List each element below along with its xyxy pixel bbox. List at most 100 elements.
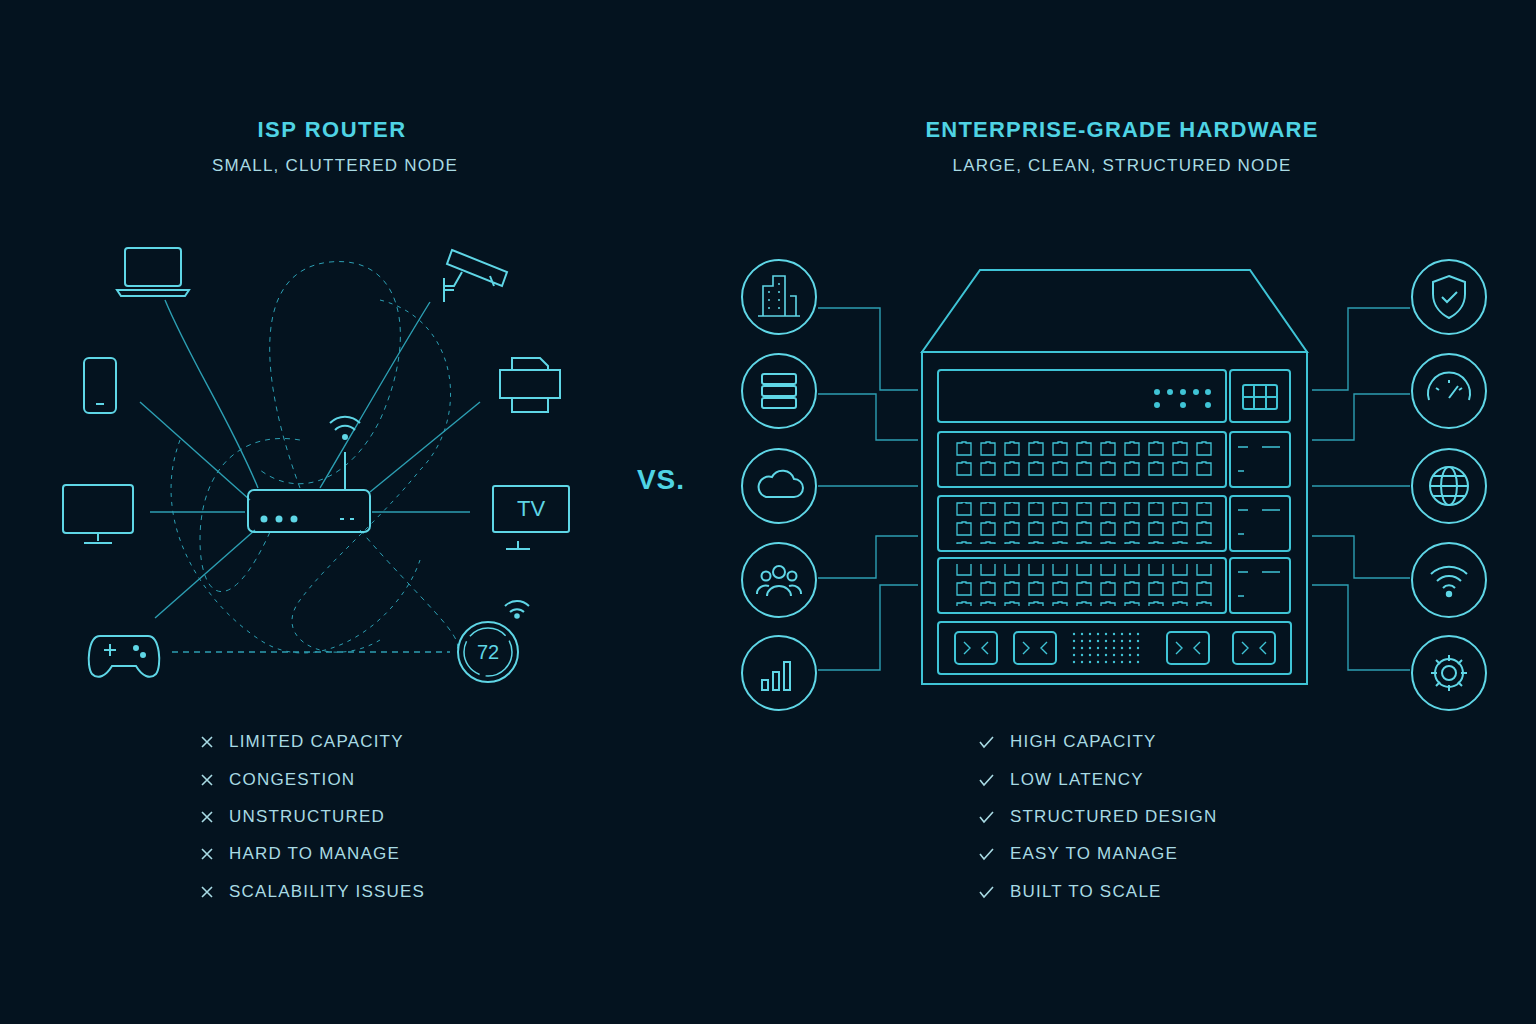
device-icons-part (134, 646, 138, 650)
device-icons-part (117, 290, 189, 296)
feature-circles-part (762, 398, 796, 408)
rack-chassis-part (1155, 403, 1159, 407)
left-wiring (140, 262, 480, 653)
feature-circles-part (1412, 543, 1486, 617)
bullet-marks-part (980, 887, 993, 897)
bullet-marks-part (202, 887, 212, 897)
thermostat-dial: 72 (457, 621, 519, 683)
device-icons (63, 248, 560, 677)
feature-circles-part (788, 572, 797, 581)
versus-label: VS. (637, 464, 685, 496)
device-icons-part (84, 533, 112, 543)
device-icons-part (500, 358, 560, 412)
drawback-item: HARD TO MANAGE (229, 844, 400, 864)
leader-lines-part (818, 585, 918, 670)
feature-circles-part (742, 543, 816, 617)
rack-chassis-part (922, 352, 1307, 684)
rack-chassis-part (955, 632, 997, 664)
rack-chassis-part (938, 622, 1291, 674)
feature-circles-part (762, 662, 790, 690)
drawback-item: UNSTRUCTURED (229, 807, 385, 827)
device-icons-part (97, 533, 99, 541)
feature-circles-part (1428, 373, 1470, 400)
left-wiring-part (372, 511, 470, 512)
left-wiring-part (292, 300, 451, 652)
feature-circles-part (1431, 655, 1467, 691)
rack-chassis-part (1243, 385, 1277, 409)
rack-chassis-part (1194, 390, 1198, 394)
drawback-item: CONGESTION (229, 770, 355, 790)
device-icons-part (444, 250, 507, 302)
left-wiring-part (140, 402, 250, 500)
router-icon (248, 417, 370, 532)
benefit-item: BUILT TO SCALE (1010, 882, 1162, 902)
left-wiring-part (165, 300, 258, 488)
feature-circles-part (1435, 659, 1463, 687)
benefit-item: HIGH CAPACITY (1010, 732, 1157, 752)
leader-lines-part (818, 308, 918, 390)
rack-chassis-part (938, 496, 1226, 551)
rack-chassis-part (1168, 390, 1172, 394)
router-icon-part (277, 517, 282, 522)
feature-circles-part (762, 572, 771, 581)
rack-chassis-part (1072, 632, 1144, 664)
feature-circles-part (758, 276, 800, 316)
left-wiring-part (200, 438, 300, 591)
benefit-item: STRUCTURED DESIGN (1010, 807, 1217, 827)
device-icons-part (125, 248, 181, 286)
device-icons-part (506, 541, 530, 549)
rack-chassis (922, 270, 1307, 684)
rack-chassis-part (1230, 432, 1290, 487)
leader-lines-part (1312, 585, 1410, 670)
device-icons-part (141, 653, 145, 657)
feature-circles-part (759, 471, 803, 497)
rack-chassis-part (1155, 390, 1159, 394)
section-heading: ENTERPRISE-GRADE HARDWARE (925, 117, 1318, 143)
section-subtitle: SMALL, CLUTTERED NODE (212, 156, 458, 176)
leader-lines (818, 308, 1410, 670)
feature-circles-part (742, 354, 816, 428)
router-icon-part (343, 435, 347, 439)
rack-chassis-part (950, 564, 1216, 606)
left-wiring-part (155, 530, 255, 618)
rack-chassis-part (1181, 403, 1185, 407)
feature-circles-part (742, 260, 816, 334)
feature-circles-part (1431, 567, 1467, 588)
bullet-marks-part (980, 737, 993, 747)
rack-chassis-part (938, 432, 1226, 487)
tv-screen: TV (492, 485, 570, 533)
device-icons-part (63, 485, 133, 533)
router-icon-part (330, 417, 360, 430)
device-icons-part (96, 403, 104, 405)
drawback-item: SCALABILITY ISSUES (229, 882, 425, 902)
node-text: 72 (477, 641, 499, 664)
device-icons-part (505, 601, 529, 612)
rack-chassis-part (1238, 447, 1280, 596)
left-wiring-part (172, 651, 450, 652)
rack-chassis-part (1167, 632, 1209, 664)
rack-chassis-part (1230, 558, 1290, 613)
feature-circles-part (1430, 467, 1468, 505)
bullet-marks-part (202, 775, 212, 785)
benefit-item: EASY TO MANAGE (1010, 844, 1178, 864)
feature-circles-part (762, 386, 796, 396)
router-icon-part (340, 518, 354, 520)
feature-circles-part (767, 586, 791, 596)
router-icon-part (262, 517, 267, 522)
bullet-marks-part (202, 812, 212, 822)
feature-circles-part (1433, 276, 1465, 318)
feature-circles-part (773, 566, 785, 578)
feature-circles-part (1442, 666, 1456, 680)
feature-circles-part (1412, 260, 1486, 334)
leader-lines-part (818, 536, 918, 578)
rack-chassis-part (938, 370, 1226, 422)
device-icons-part (89, 636, 160, 677)
section-subtitle: LARGE, CLEAN, STRUCTURED NODE (953, 156, 1292, 176)
leader-lines-part (1312, 485, 1410, 486)
router-icon-part (344, 452, 346, 490)
device-icons-part (464, 628, 512, 676)
section-heading: ISP ROUTER (257, 117, 406, 143)
left-wiring-part (320, 302, 430, 488)
left-wiring-part (171, 440, 420, 653)
